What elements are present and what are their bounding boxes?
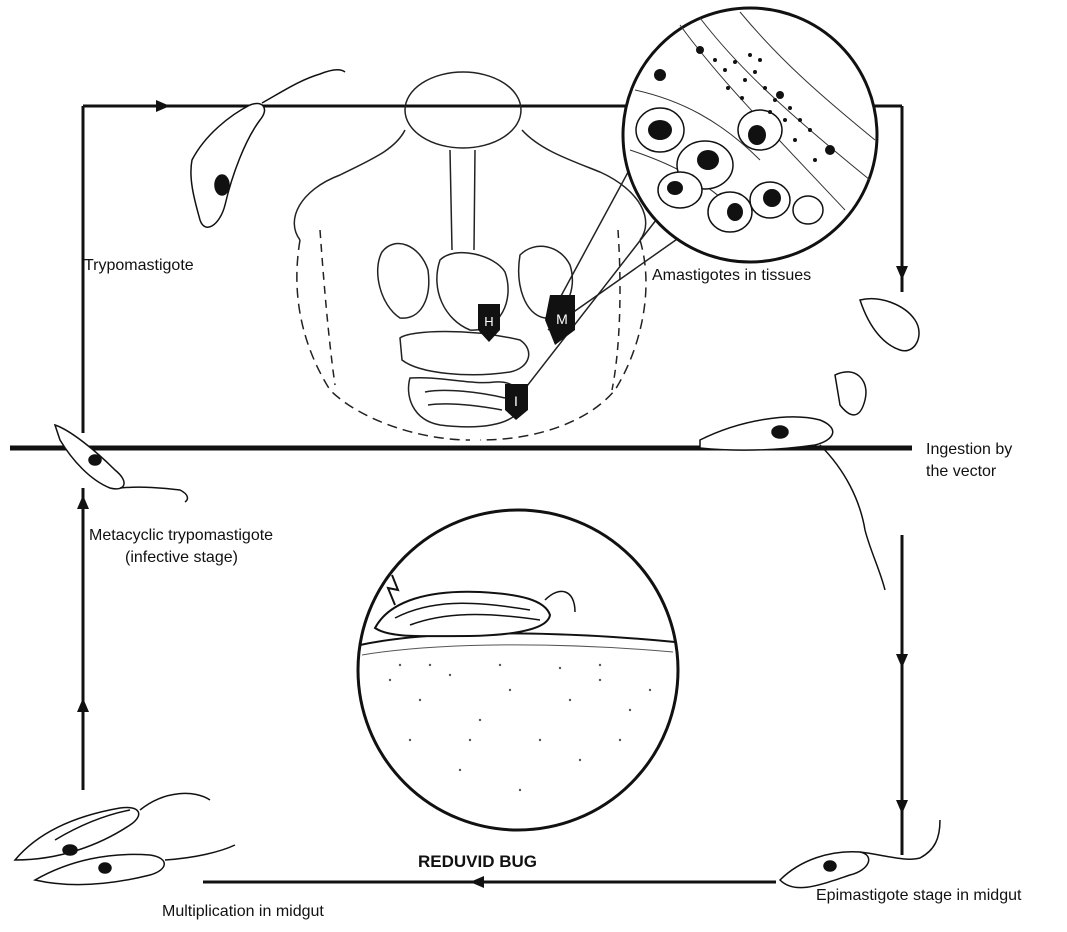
reduvid-bug-circle: [358, 510, 678, 830]
head-outline: [405, 72, 521, 148]
muscle-marker: M: [545, 295, 575, 345]
intestine-marker: I: [505, 384, 528, 420]
arrow-up-left-1: [77, 698, 89, 712]
multiplication-parasites: [15, 793, 235, 884]
arrow-down-right-2: [896, 654, 908, 668]
heart-marker: H: [478, 304, 500, 342]
trachea: [450, 150, 475, 250]
arrow-down-right-1: [896, 266, 908, 280]
muscle-marker-label: M: [556, 311, 568, 327]
ingested-parasites: [700, 299, 919, 590]
pointer-line-1: [548, 150, 640, 320]
intestine-folds: [425, 390, 505, 410]
lung-left: [378, 244, 429, 319]
trypomastigote-parasite: [191, 70, 345, 227]
epimastigote-label: Epimastigote stage in midgut: [816, 886, 1021, 905]
left-arm: [320, 230, 335, 385]
right-arm: [612, 230, 620, 390]
arrow-up-left-2: [77, 495, 89, 509]
epimastigote-parasite: [780, 820, 940, 888]
multiplication-label: Multiplication in midgut: [162, 902, 324, 921]
arrow-left-bottom: [470, 876, 484, 888]
intestine-marker-label: I: [514, 393, 518, 409]
arrow-right-top: [156, 100, 170, 112]
reduvid-bug-label: REDUVID BUG: [418, 852, 537, 872]
amastigote-zoom-circle: [623, 8, 877, 262]
ingestion-label-line2: the vector: [926, 462, 996, 481]
ingestion-label-line1: Ingestion by: [926, 440, 1012, 459]
liver-organ: [400, 332, 529, 375]
left-shoulder: [294, 130, 405, 240]
metacyclic-label-line1: Metacyclic trypomastigote: [89, 526, 273, 545]
trypomastigote-label: Trypomastigote: [84, 256, 194, 275]
metacyclic-parasite: [55, 425, 187, 502]
metacyclic-label-line2: (infective stage): [125, 548, 238, 567]
heart-marker-label: H: [484, 314, 493, 329]
arrow-down-right-3: [896, 800, 908, 814]
bug-circle-border: [358, 510, 678, 830]
torso-left-outline: [297, 240, 470, 440]
amastigotes-label: Amastigotes in tissues: [652, 266, 811, 285]
organ-markers: H M I: [478, 295, 575, 420]
